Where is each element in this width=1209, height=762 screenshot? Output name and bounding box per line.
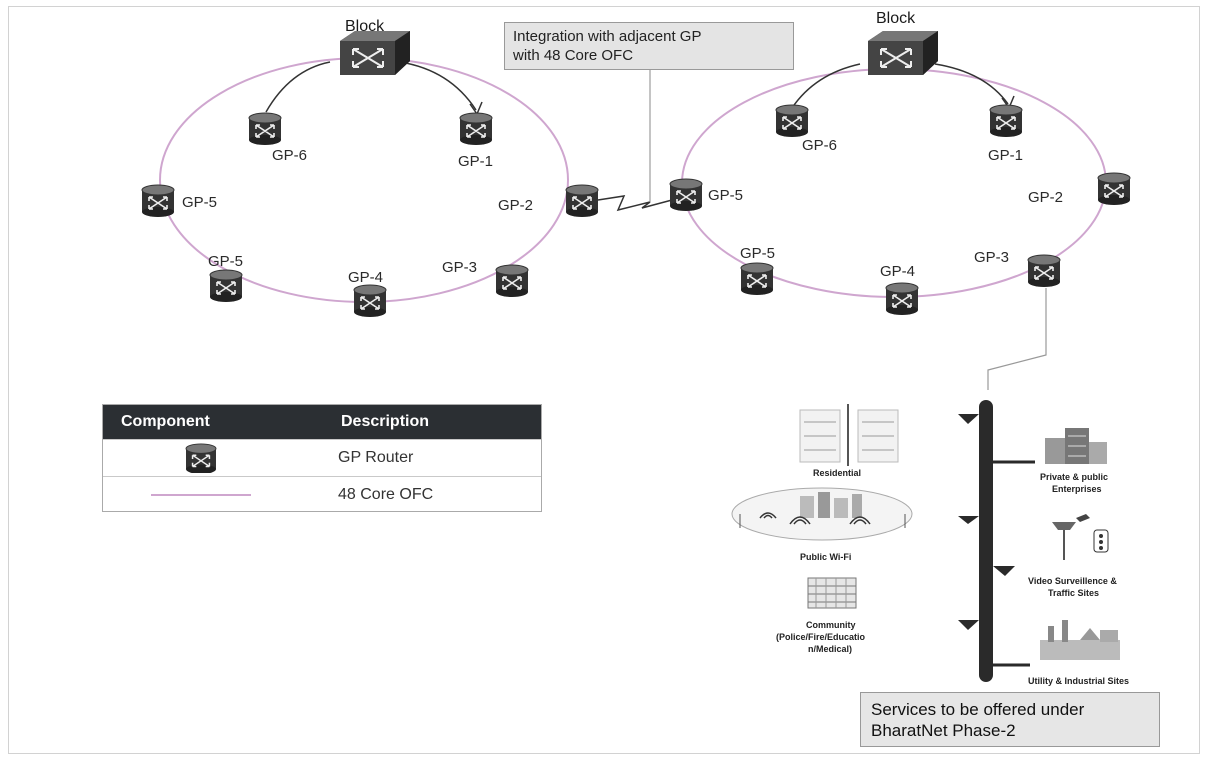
public-wifi-label: Public Wi-Fi [800, 552, 851, 562]
left-gp5b-label: GP-5 [208, 253, 243, 270]
legend-table: Component Description GP Router 48 Core … [102, 404, 542, 512]
adjacent-gp-link [597, 195, 673, 212]
right-gp5a-label: GP-5 [708, 187, 743, 204]
services-bus [979, 400, 993, 682]
right-gp4-label: GP-4 [880, 263, 915, 280]
enterprises-label-2: Enterprises [1052, 484, 1102, 494]
legend-row-ofc: 48 Core OFC [103, 476, 541, 513]
left-block-label: Block [345, 18, 385, 35]
left-block-arrow [399, 61, 477, 111]
services-title-line-1: Services to be offered under [871, 700, 1085, 719]
ofc-line-icon [150, 494, 251, 496]
right-gp5b-router-icon [740, 262, 774, 296]
community-label-1: Community [806, 620, 856, 630]
left-gp1-router-icon [459, 112, 493, 146]
left-gp3-router-icon [495, 264, 529, 298]
legend-row-router: GP Router [103, 439, 541, 476]
enterprises-label-1: Private & public [1040, 472, 1108, 482]
legend-ofc-desc: 48 Core OFC [338, 486, 434, 503]
right-gp1-router-icon [989, 104, 1023, 138]
right-gp6-label: GP-6 [802, 137, 837, 154]
right-gp6-router-icon [775, 104, 809, 138]
right-gp3-label: GP-3 [974, 249, 1009, 266]
right-gp4-router-icon [885, 282, 919, 316]
video-surveillance-icon [1052, 514, 1109, 560]
integration-callout: Integration with adjacent GP with 48 Cor… [504, 22, 794, 70]
legend-router-desc: GP Router [338, 449, 414, 466]
callout-line-2: with 48 Core OFC [513, 47, 634, 64]
video-label-2: Traffic Sites [1048, 588, 1099, 598]
public-wifi-icon [731, 487, 913, 541]
left-gp2-label: GP-2 [498, 197, 533, 214]
community-label-2: (Police/Fire/Educatio [776, 632, 866, 642]
enterprises-icon [1045, 428, 1107, 464]
right-block-router-icon [867, 30, 939, 76]
left-gp5a-router-icon [141, 184, 175, 218]
right-gp5b-label: GP-5 [740, 245, 775, 262]
residential-label: Residential [813, 468, 861, 478]
community-label-3: n/Medical) [808, 644, 852, 654]
services-connector [987, 288, 1047, 390]
utility-label: Utility & Industrial Sites [1028, 676, 1129, 686]
community-icon [807, 577, 857, 609]
video-label-1: Video Surveillence & [1028, 576, 1117, 586]
left-gp5b-router-icon [209, 269, 243, 303]
left-gp3-label: GP-3 [442, 259, 477, 276]
right-gp1-label: GP-1 [988, 147, 1023, 164]
right-block-label: Block [876, 10, 916, 27]
gp-router-icon [184, 443, 217, 473]
left-block-router-icon [339, 30, 411, 76]
right-gp2-router-icon [1097, 172, 1131, 206]
residential-icon [799, 404, 899, 466]
right-gp3-router-icon [1027, 254, 1061, 288]
left-gp4-router-icon [353, 284, 387, 318]
callout-line-1: Integration with adjacent GP [513, 28, 702, 45]
left-gp6-router-icon [248, 112, 282, 146]
services-title-box: Services to be offered under BharatNet P… [860, 692, 1160, 747]
left-gp2-router-icon [565, 184, 599, 218]
left-gp1-label: GP-1 [458, 153, 493, 170]
right-gp2-label: GP-2 [1028, 189, 1063, 206]
legend-col-description: Description [341, 413, 430, 430]
legend-header: Component Description [103, 405, 541, 439]
left-gp4-label: GP-4 [348, 269, 383, 286]
utility-industrial-icon [1040, 620, 1120, 660]
services-title-line-2: BharatNet Phase-2 [871, 721, 1016, 740]
left-gp5a-label: GP-5 [182, 194, 217, 211]
left-gp6-label: GP-6 [272, 147, 307, 164]
legend-col-component: Component [121, 413, 210, 430]
right-gp5a-router-icon [669, 178, 703, 212]
